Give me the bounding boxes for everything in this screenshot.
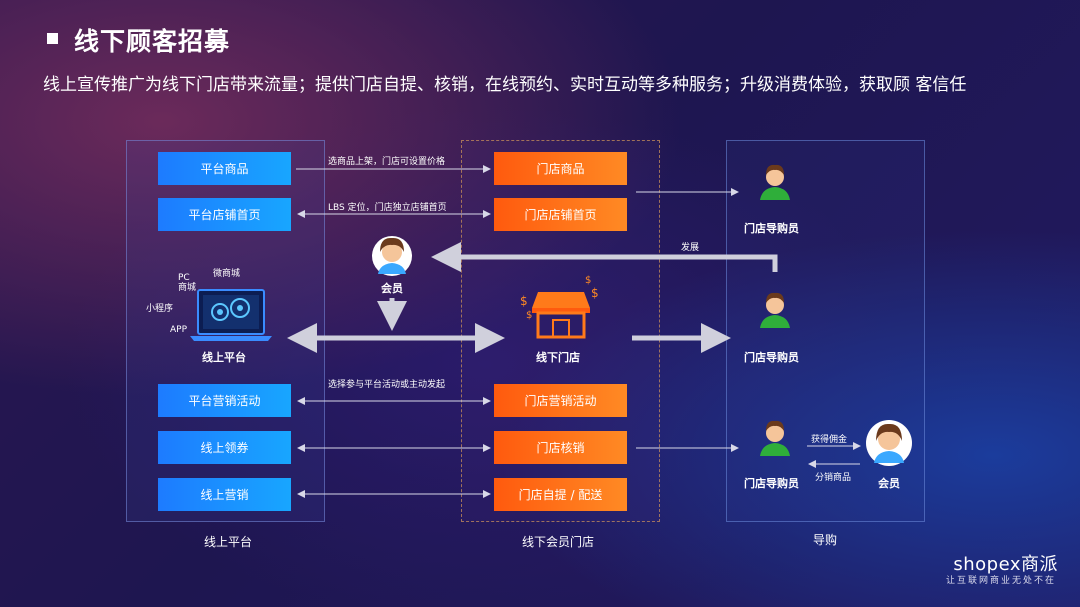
- platform-marketing-box: 平台营销活动: [158, 384, 291, 417]
- caption-online-platform: 线上平台: [204, 535, 253, 549]
- channel-app: APP: [170, 325, 188, 335]
- commission-label: 获得佣金: [811, 435, 848, 445]
- distribute-label: 分销商品: [815, 473, 852, 483]
- online-platform-label: 线上平台: [202, 351, 246, 364]
- online-coupon-box: 线上领券: [158, 431, 291, 464]
- store-pickup-delivery-box: 门店自提 / 配送: [494, 478, 627, 511]
- edge-label-develop: 发展: [681, 243, 700, 253]
- svg-text:$: $: [520, 294, 528, 308]
- platform-products-box: 平台商品: [158, 152, 291, 185]
- guide-avatar-icon-2: [760, 292, 790, 328]
- right-member-avatar-icon: [866, 420, 912, 466]
- edge-label-select-products: 选商品上架，门店可设置价格: [328, 157, 446, 167]
- title-bullet: [47, 33, 58, 44]
- online-marketing-box: 线上营销: [158, 478, 291, 511]
- store-products-box: 门店商品: [494, 152, 627, 185]
- store-icon: $ $ $ $: [520, 275, 599, 339]
- edge-label-lbs: LBS 定位，门店独立店铺首页: [328, 203, 447, 213]
- member-label: 会员: [381, 282, 403, 295]
- page-title: 线下顾客招募: [74, 27, 231, 56]
- edge-develop: [431, 242, 778, 272]
- platform-homepage-box: 平台店铺首页: [158, 198, 291, 231]
- store-marketing-box: 门店营销活动: [494, 384, 627, 417]
- svg-text:$: $: [585, 275, 591, 286]
- guide-label-1: 门店导购员: [744, 222, 799, 235]
- member-avatar-icon: [372, 236, 412, 276]
- caption-offline-store: 线下会员门店: [522, 535, 595, 549]
- page-subtitle: 线上宣传推广为线下门店带来流量；提供门店自提、核销，在线预约、实时互动等多种服务…: [43, 75, 967, 95]
- channel-pc-mall: PC 商城: [178, 273, 197, 293]
- guide-label-3: 门店导购员: [744, 477, 799, 490]
- channel-mini-mall: 微商城: [213, 269, 241, 279]
- laptop-icon: [190, 289, 272, 341]
- right-member-label: 会员: [878, 477, 900, 490]
- store-homepage-box: 门店店铺首页: [494, 198, 627, 231]
- store-verification-box: 门店核销: [494, 431, 627, 464]
- svg-text:$: $: [526, 310, 532, 321]
- caption-shopping-guide: 导购: [813, 533, 838, 547]
- guide-avatar-icon-3: [760, 420, 790, 456]
- brand-slogan: 让互联网商业无处不在: [945, 576, 1056, 586]
- edge-label-join-activity: 选择参与平台活动或主动发起: [328, 380, 446, 390]
- guide-avatar-icon-1: [760, 164, 790, 200]
- channel-mini-program: 小程序: [146, 304, 174, 314]
- offline-store-label: 线下门店: [536, 351, 580, 364]
- guide-label-2: 门店导购员: [744, 351, 799, 364]
- svg-text:$: $: [591, 286, 599, 300]
- brand-logo: shopex商派: [953, 554, 1058, 575]
